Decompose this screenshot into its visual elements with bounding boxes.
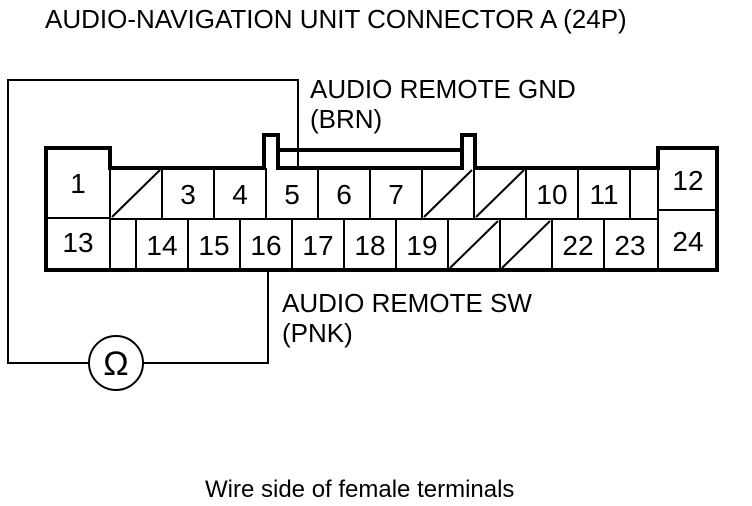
gnd-label: AUDIO REMOTE GND — [310, 74, 576, 104]
pin-15: 15 — [198, 230, 229, 261]
wire-to-sw — [143, 270, 269, 364]
pin-1: 1 — [70, 168, 86, 199]
pin-14: 14 — [146, 230, 177, 261]
pin-7: 7 — [388, 179, 404, 210]
pin-4: 4 — [232, 179, 248, 210]
test-wire — [7, 79, 299, 364]
pin-24: 24 — [672, 226, 703, 257]
wire-to-gnd — [7, 79, 299, 364]
pin-3: 3 — [180, 179, 196, 210]
sw-label: AUDIO REMOTE SW — [282, 288, 532, 318]
pin-18: 18 — [354, 230, 385, 261]
pin-13: 13 — [62, 227, 93, 258]
gnd-color-label: (BRN) — [310, 104, 382, 134]
pin-23: 23 — [614, 230, 645, 261]
pin-19: 19 — [406, 230, 437, 261]
empty-cavity-2 — [111, 169, 161, 218]
connector-grid — [46, 148, 717, 270]
empty-cavity-9 — [475, 169, 525, 218]
empty-cavity-21 — [501, 220, 551, 269]
empty-cavity-20 — [449, 220, 499, 269]
pin-10: 10 — [536, 179, 567, 210]
pin-22: 22 — [562, 230, 593, 261]
sw-color-label: (PNK) — [282, 318, 353, 348]
diagram-caption: Wire side of female terminals — [205, 476, 514, 503]
pin-17: 17 — [302, 230, 333, 261]
pin-12: 12 — [672, 165, 703, 196]
empty-cavity-8 — [423, 169, 473, 218]
pin-6: 6 — [336, 179, 352, 210]
pin-numbers: 1 3 4 5 6 7 10 11 12 13 14 15 16 17 18 1… — [62, 165, 703, 261]
pin-5: 5 — [284, 179, 300, 210]
diagram-title: AUDIO-NAVIGATION UNIT CONNECTOR A (24P) — [45, 4, 627, 34]
pin-16: 16 — [250, 230, 281, 261]
ohm-symbol: Ω — [103, 345, 128, 383]
connector-body — [44, 133, 719, 272]
ohmmeter-icon: Ω — [88, 335, 144, 391]
pin-11: 11 — [589, 179, 618, 210]
